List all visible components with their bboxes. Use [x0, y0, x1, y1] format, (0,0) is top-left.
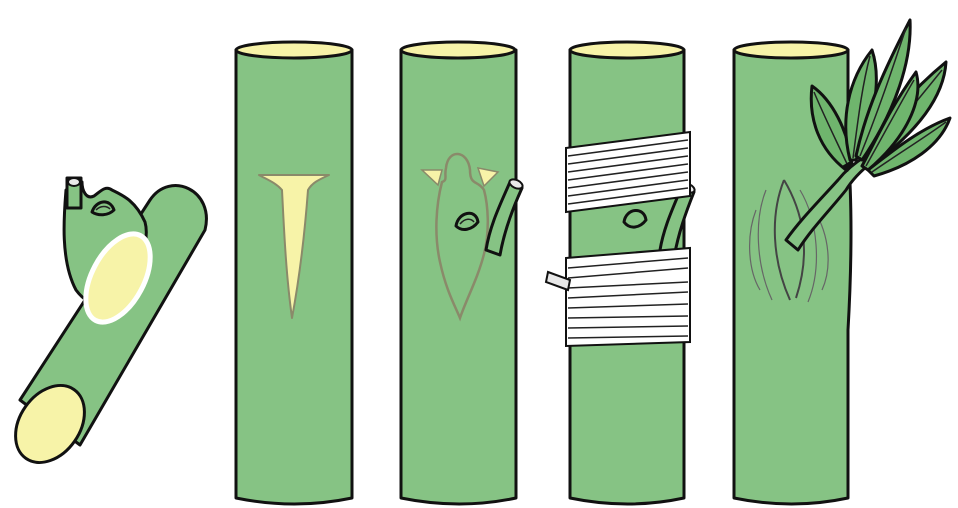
- petiole-tip: [68, 178, 80, 186]
- step-1-bud-shield: [1, 178, 206, 476]
- step-5-bud-sprouting: [734, 20, 950, 504]
- small-bud: [92, 202, 114, 215]
- stem-3-top: [401, 42, 515, 58]
- stem-2-top: [236, 42, 352, 58]
- step-3-bud-inserted: [401, 42, 524, 504]
- stem-5-top: [734, 42, 848, 58]
- stem-4-top: [570, 42, 684, 58]
- bud-4: [624, 210, 646, 227]
- step-2-t-cut: [236, 42, 352, 504]
- step-4-bud-wrapped: [546, 42, 696, 504]
